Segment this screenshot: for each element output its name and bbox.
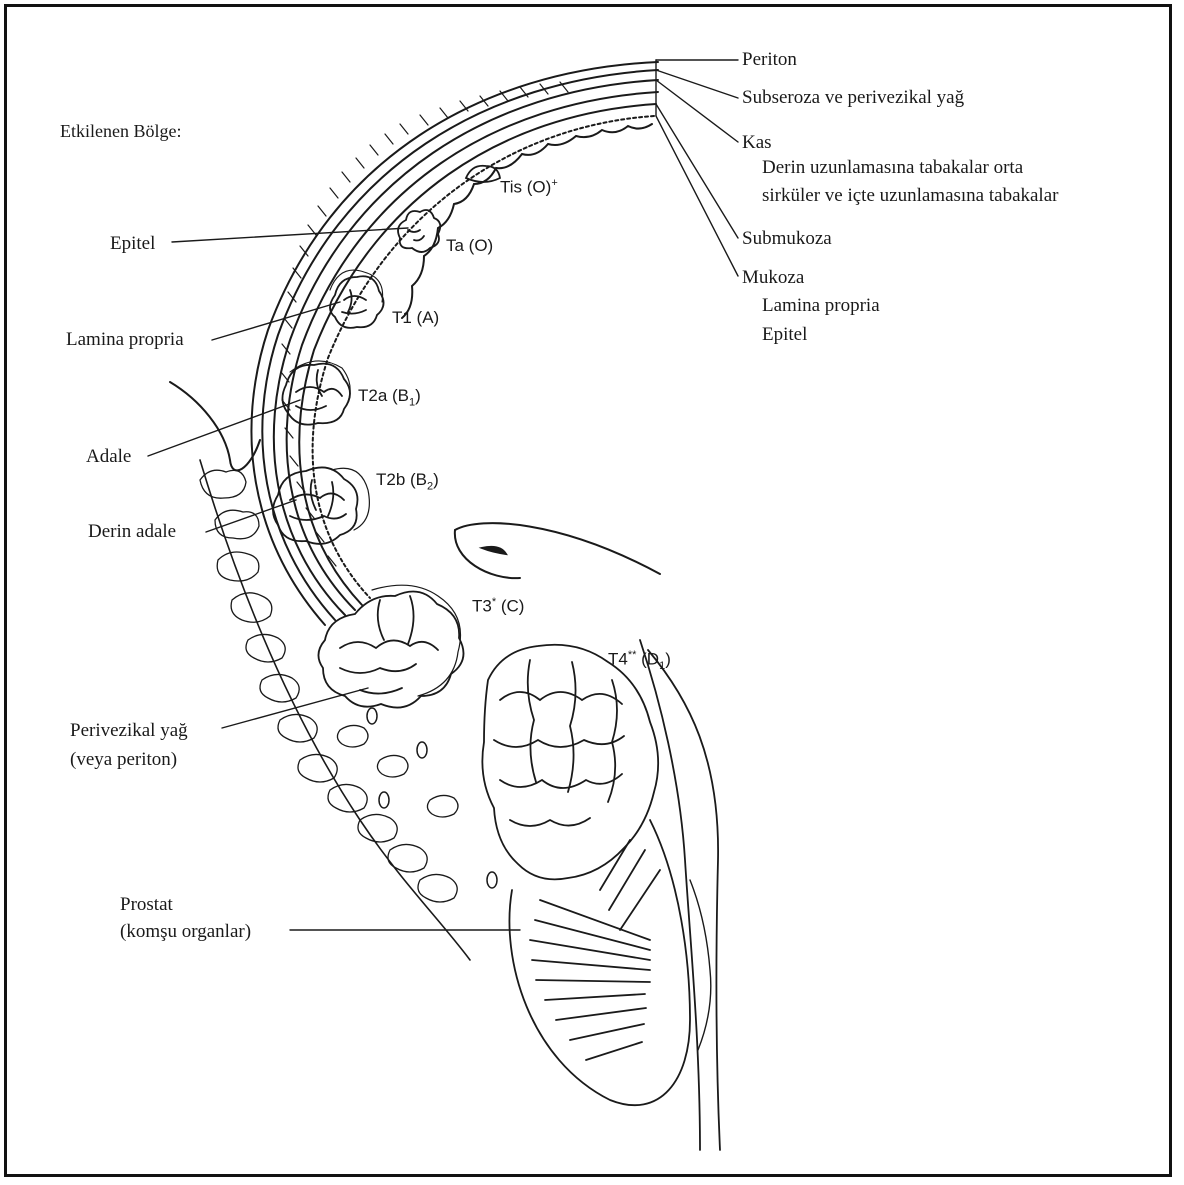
tumor-t2b (273, 467, 369, 543)
label-mukoza: Mukoza (742, 267, 804, 289)
label-adale: Adale (86, 446, 131, 468)
affected-region-heading: Etkilenen Bölge: (60, 120, 181, 142)
stage-t2b: T2b (B2) (376, 470, 439, 496)
leader-lines-right (656, 60, 738, 276)
stage-t2a: T2a (B1) (358, 386, 421, 412)
tumor-t2a (282, 364, 350, 425)
label-perivezikal-1: Perivezikal yağ (70, 720, 188, 742)
label-mukoza-epitel: Epitel (762, 324, 807, 346)
label-subseroza: Subseroza ve perivezikal yağ (742, 87, 964, 109)
perivesical-fat (200, 460, 470, 960)
prostate (509, 820, 690, 1105)
label-kas: Kas (742, 132, 772, 154)
label-lamina-propria: Lamina propria (66, 329, 184, 351)
label-epitel: Epitel (110, 233, 155, 255)
label-prostat-2: (komşu organlar) (120, 921, 251, 943)
label-derin-adale: Derin adale (88, 521, 176, 543)
stage-ta: Ta (O) (446, 236, 493, 256)
label-submukoza: Submukoza (742, 228, 832, 250)
peritoneal-fold (170, 382, 260, 470)
label-kas-detail-2: sirküler ve içte uzunlamasına tabakalar (762, 185, 1058, 207)
tumor-tis (466, 166, 500, 182)
label-periton: Periton (742, 49, 797, 71)
stage-t1: T1 (A) (392, 308, 439, 328)
label-mukoza-lamina: Lamina propria (762, 295, 880, 317)
leader-lines-left (148, 228, 520, 930)
stage-t3: T3* (C) (472, 592, 524, 617)
tumor-t3 (318, 585, 463, 707)
tumor-t4 (482, 645, 658, 880)
vessels (367, 708, 497, 888)
pelvic-contour (455, 523, 660, 578)
tumor-ta (398, 210, 440, 252)
label-perivezikal-2: (veya periton) (70, 749, 177, 771)
stage-tis: Tis (O)+ (500, 173, 558, 198)
label-prostat-1: Prostat (120, 894, 173, 916)
label-kas-detail-1: Derin uzunlamasına tabakalar orta (762, 157, 1023, 179)
stage-t4: T4** (D1) (608, 645, 671, 676)
